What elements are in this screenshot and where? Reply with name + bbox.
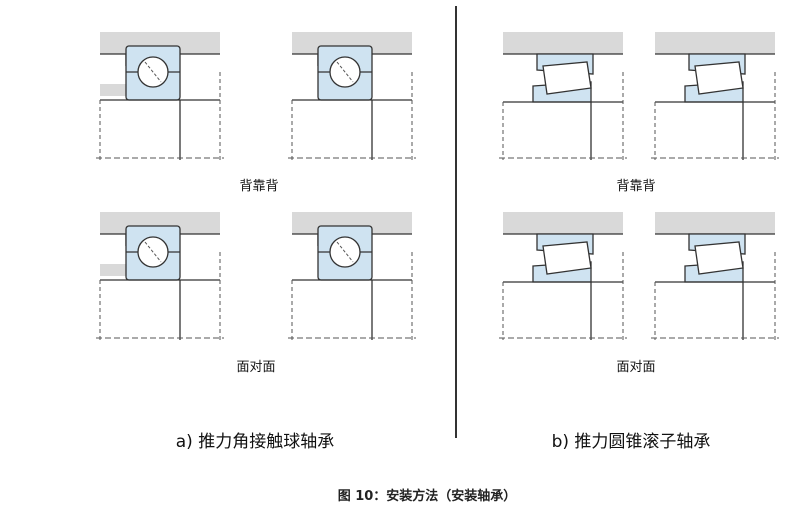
panel-divider xyxy=(455,6,457,438)
contact-line xyxy=(336,61,354,83)
housing-outline xyxy=(100,233,127,246)
shaft-shoulder xyxy=(100,84,126,96)
ball-unit-bottom-right xyxy=(288,212,416,340)
contact-line xyxy=(144,241,162,263)
contact-line xyxy=(336,241,354,263)
left-back-to-back-label: 背靠背 xyxy=(239,179,279,194)
contact-line xyxy=(144,61,162,83)
right-panel-subtitle: b) 推力圆锥滚子轴承 xyxy=(551,432,711,452)
housing-bar xyxy=(503,32,623,54)
ball-unit-top-left xyxy=(96,32,224,160)
left-face-to-face-label: 面对面 xyxy=(236,360,276,375)
housing-bar xyxy=(655,212,775,234)
housing-outline xyxy=(292,233,319,246)
taper-unit-bottom-right xyxy=(651,212,779,340)
roller xyxy=(694,61,744,95)
taper-unit-top-left xyxy=(499,32,627,160)
housing-outline xyxy=(292,53,319,66)
housing-bar xyxy=(655,32,775,54)
right-back-to-back-label: 背靠背 xyxy=(616,179,656,194)
housing-outline xyxy=(100,53,127,66)
housing-bar xyxy=(503,212,623,234)
right-face-to-face-label: 面对面 xyxy=(616,360,656,375)
left-panel-subtitle: a) 推力角接触球轴承 xyxy=(175,432,335,452)
roller xyxy=(542,241,592,275)
shaft-shoulder xyxy=(100,264,126,276)
figure-caption: 图 10：安装方法（安装轴承） xyxy=(337,489,517,504)
taper-unit-bottom-left xyxy=(499,212,627,340)
roller xyxy=(542,61,592,95)
roller xyxy=(694,241,744,275)
ball-unit-bottom-left xyxy=(96,212,224,340)
ball-unit-top-right xyxy=(288,32,416,160)
taper-unit-top-right xyxy=(651,32,779,160)
